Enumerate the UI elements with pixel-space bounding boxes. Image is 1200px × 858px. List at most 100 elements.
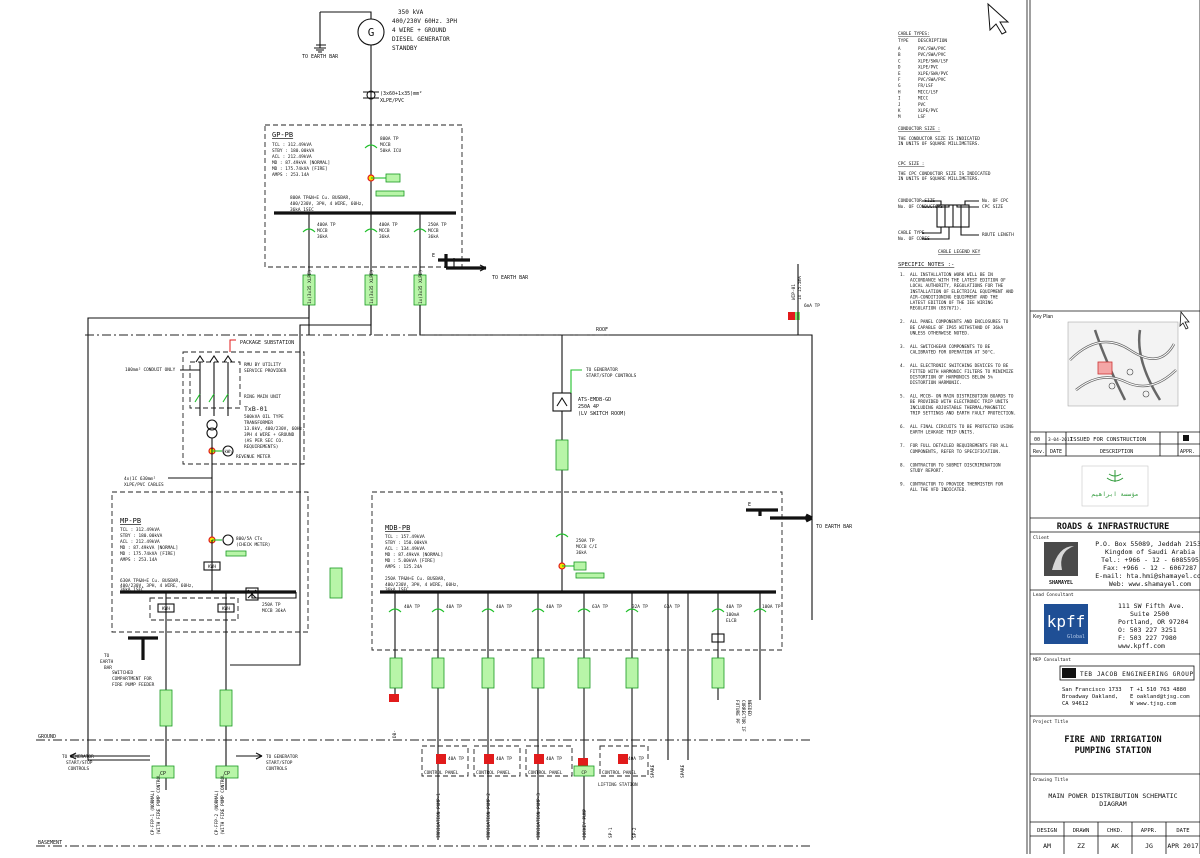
kpff-address-5: F: 503 227 7980	[1118, 634, 1177, 642]
mp-pb-busbar-1: 630A TP&N+E Cu. BUSBAR,	[120, 578, 181, 584]
note-line: INCLUDING ADJUSTABLE THERMAL/MAGNETIC	[910, 405, 1006, 411]
roof-feed-breaker-1: 6mA TP	[804, 303, 820, 309]
load-sp2: SP-2	[632, 827, 638, 838]
cable-type-description: PVC/SWA/PVC	[918, 52, 946, 57]
cable-type-code: B	[898, 52, 901, 57]
mdb-pb-load-2: STBY : 150.00kVA	[385, 540, 428, 546]
note-line: STUDY REPORT.	[910, 468, 944, 474]
cable-type-code: F	[898, 77, 901, 82]
sign-chkd: AK	[1111, 842, 1119, 850]
cable-type-code: I	[898, 96, 901, 101]
note-line: ACCORDANCE WITH THE LATEST EDITION OF	[910, 278, 1006, 284]
note-line: DISTORTION HARMONIC.	[910, 380, 962, 386]
client-address-3: Tel.: +966 - 12 - 6085595	[1101, 556, 1199, 564]
mdb-rcd-2: ELCB	[726, 618, 737, 624]
client-logo: مؤسسة ابراهيم	[1081, 465, 1149, 507]
tjb-right-1: T +1 510 763 4880	[1130, 687, 1186, 693]
note-line: ALL THE VFD INDICATED.	[910, 487, 967, 493]
cable-key-title: CABLE LEGEND KEY	[938, 249, 981, 255]
mp-note-3: FIRE PUMP FEEDER	[112, 682, 155, 688]
fire-pump-2-sub: (WITH FIRE PUMP CONTROL	[220, 774, 226, 835]
note-line: ALL FINAL CIRCUITS TO BE PROTECTED USING	[910, 424, 1014, 430]
gp-pb-incomer-3: 50kA ICU	[380, 148, 402, 154]
ats-panel: ATS-EMDB-GD 250A 4P (LV SWITCH ROOM) TO …	[552, 335, 637, 592]
kpff-address-4: O: 503 227 3251	[1118, 626, 1177, 634]
basement-level-label: BASEMENT	[38, 840, 62, 846]
mp-earth-3: BAR	[104, 665, 112, 671]
shamayel-logo: SHAMAYEL	[1044, 542, 1078, 586]
fire-pump-gen-4: TO GENERATOR	[266, 754, 298, 760]
project-title-1: FIRE AND IRRIGATION	[1064, 735, 1161, 745]
client-address-2: Kingdom of Saudi Arabia	[1105, 548, 1195, 556]
mdb-busbar-1: 250A TP&N+E Cu. BUSBAR,	[385, 576, 446, 582]
notes-title: SPECIFIC NOTES :-	[898, 262, 954, 268]
note-line: ALL ELECTRONIC SWITCHING DEVICES TO BE	[910, 363, 1009, 369]
cable-type-code: C	[898, 58, 901, 63]
mp-pb-load-4: MD : 87.49kVA [NORMAL]	[120, 545, 178, 551]
substation-conduit: 100mm² CONDUIT ONLY	[125, 367, 176, 373]
mp-note-2: COMPARTMENT FOR	[112, 676, 152, 682]
cp-label-4: CONTROL PANEL	[602, 770, 637, 776]
generator-line-2: 400/230V 60Hz. 3PH	[392, 18, 457, 25]
note-number: 3.	[900, 344, 905, 350]
mp-pb-load-1: TCL : 312.49kVA	[120, 527, 160, 533]
kpff-logo-text: kpff	[1047, 612, 1086, 631]
gp-feeder-1-ka: 36kA	[317, 234, 328, 240]
roof-spare-label: DB-	[392, 730, 398, 738]
rev-head-appr: APPR.	[1180, 449, 1195, 455]
substation-rmu: RING MAIN UNIT	[244, 394, 281, 400]
gp-pb-title: GP-PB	[272, 131, 293, 139]
tjb-right-2: E oakland@tjsg.com	[1130, 694, 1190, 700]
mp-pb-busbar-2: 400/230V, 3PH, 4 WIRE, 60Hz,	[120, 583, 194, 589]
drawing-title-2: DIAGRAM	[1099, 800, 1126, 808]
ats-to-gen-1: TO GENERATOR	[586, 367, 618, 373]
mdb-pb-load-4: MD : 87.49kVA [NORMAL]	[385, 552, 443, 558]
roads-infrastructure: ROADS & INFRASTRUCTURE	[1057, 522, 1170, 532]
key-label-3: No. OF CPC	[982, 198, 1009, 204]
revenue-meter: kWh	[224, 449, 232, 454]
mdb-future-3: NEEDED	[746, 700, 752, 716]
sign-appr: JG	[1145, 842, 1153, 850]
generator-cable-1: (3x60+1x35)mm²	[380, 91, 422, 97]
mdb-future-1: FUTURE PF	[734, 700, 740, 724]
substation-cable-1: 4x(1C 630mm²	[124, 476, 156, 482]
cable-type-description: LSF	[918, 114, 926, 119]
mp-earth-2: EARTH	[100, 659, 114, 665]
fire-pump-1-label: CP-FFP-1 (NORMAL)	[150, 790, 156, 835]
cpc-text-1: THE CPC CONDUCTOR SIZE IS INDICATED	[898, 171, 991, 177]
note-line: CALIBRATED FOR OPERATION AT 50°C.	[910, 350, 995, 356]
mdb-feeder-5: 63A TP	[592, 604, 608, 610]
gp-pb-load-6: AMPS : 253.14A	[272, 172, 309, 178]
jockey-cp-label: CP	[581, 770, 587, 776]
fire-pump-1-sub: (WITH FIRE PUMP CONTROL	[156, 774, 162, 835]
gp-pb-busbar-2: 400/230V, 3PH, 4 WIRE, 60Hz,	[290, 201, 364, 207]
cable-type-description: FR/LSF	[918, 83, 934, 88]
substation-title: PACKAGE SUBSTATION	[240, 340, 294, 346]
cable-type-description: PVC/SWA/PVC	[918, 46, 946, 51]
cable-type-code: D	[898, 65, 901, 70]
gp-outgoing-cables: 1x(3x35 XLPE) 1x(3x35 XLPE) 1x(3x35 XLPE…	[87, 270, 813, 735]
gp-cable-2-type: 1x(3x35 XLPE)	[369, 270, 375, 304]
mp-pb-title: MP-PB	[120, 517, 141, 525]
mdb-pb-load-6: AMPS : 125.24A	[385, 564, 422, 570]
note-line: AIR-CONDITIONING EQUIPMENT AND THE	[910, 294, 998, 300]
rev-head-rev: Rev.	[1033, 449, 1045, 455]
note-line: DISTORTION OF HARMONICS BELOW 5%	[910, 374, 993, 380]
fire-pump-2-label: CP-FFP-2 (NORMAL)	[214, 790, 220, 835]
cable-type-code: H	[898, 89, 901, 94]
tjb-right-3: W www.tjsg.com	[1130, 701, 1177, 707]
note-line: CONTRACTOR TO PROVIDE THERMISTER FOR	[910, 482, 1004, 488]
gp-cable-1-type: 1x(3x35 XLPE)	[307, 270, 313, 304]
key-plan-map	[1067, 321, 1179, 407]
kpff-address-6: www.kpff.com	[1118, 642, 1165, 650]
fire-pump-cp-2	[215, 765, 239, 779]
note-line: ALL SWITCHGEAR COMPONENTS TO BE	[910, 344, 991, 350]
client-logo-text: مؤسسة ابراهيم	[1092, 491, 1139, 498]
note-number: 1.	[900, 272, 905, 278]
note-line: LOCAL AUTHORITY, REGULATIONS FOR THE	[910, 283, 1004, 289]
gp-pb-incomer-2: MCCB	[380, 142, 391, 148]
cable-type-description: PVC	[918, 102, 926, 107]
fire-pump-gen-5: START/STOP	[266, 760, 293, 766]
substation-tx-3: 13.8kV, 400/230V, 60Hz,	[244, 426, 305, 432]
